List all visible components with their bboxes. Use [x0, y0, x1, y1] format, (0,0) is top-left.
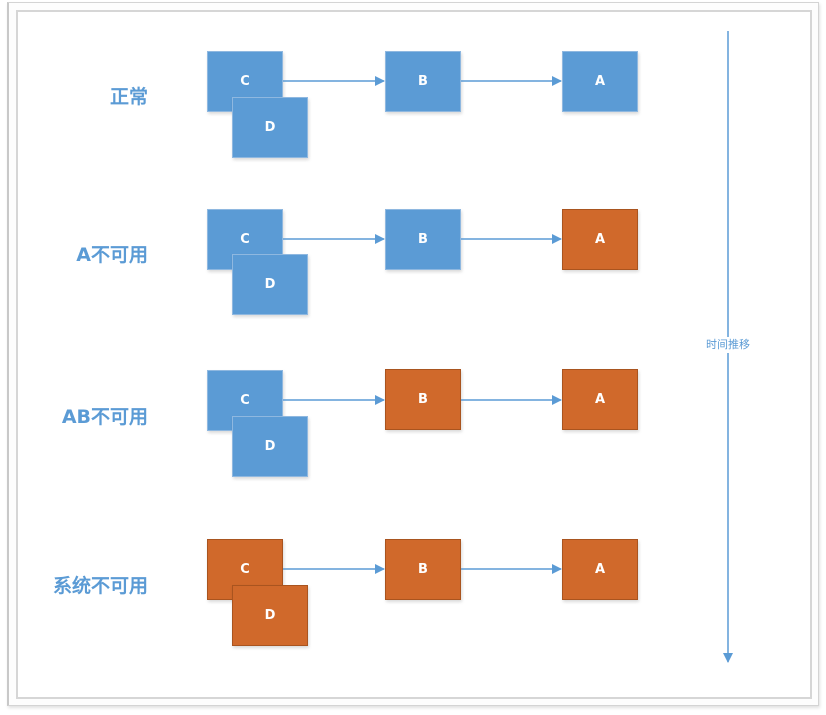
- node-label: B: [418, 392, 428, 407]
- row-label-system-unavailable: 系统不可用: [52, 575, 148, 597]
- row-label-a-unavailable: A不可用: [76, 244, 148, 266]
- node-b-normal: B: [385, 51, 461, 112]
- node-label: D: [264, 277, 276, 292]
- node-d-system-unavailable: D: [232, 585, 308, 646]
- node-b-ab-unavailable: B: [385, 369, 461, 430]
- node-label: D: [264, 120, 276, 135]
- node-b-system-unavailable: B: [385, 539, 461, 600]
- timeline-label: 时间推移: [698, 337, 758, 353]
- node-d-a-unavailable: D: [232, 254, 308, 315]
- node-label: A: [594, 392, 606, 407]
- node-label: D: [264, 439, 276, 454]
- node-label: D: [264, 608, 276, 623]
- node-label: B: [418, 562, 428, 577]
- node-label: C: [240, 562, 250, 577]
- node-a-system-unavailable: A: [562, 539, 638, 600]
- row-label-ab-unavailable: AB不可用: [61, 406, 148, 428]
- node-label: B: [418, 232, 428, 247]
- node-label: C: [240, 393, 250, 408]
- node-label: A: [594, 232, 606, 247]
- node-a-normal: A: [562, 51, 638, 112]
- node-label: A: [594, 562, 606, 577]
- node-d-normal: D: [232, 97, 308, 158]
- node-a-a-unavailable: A: [562, 209, 638, 270]
- node-label: A: [594, 74, 606, 89]
- node-a-ab-unavailable: A: [562, 369, 638, 430]
- node-label: C: [240, 232, 250, 247]
- node-d-ab-unavailable: D: [232, 416, 308, 477]
- node-b-a-unavailable: B: [385, 209, 461, 270]
- node-label: C: [240, 74, 250, 89]
- row-label-normal: 正常: [109, 86, 148, 108]
- node-label: B: [418, 74, 428, 89]
